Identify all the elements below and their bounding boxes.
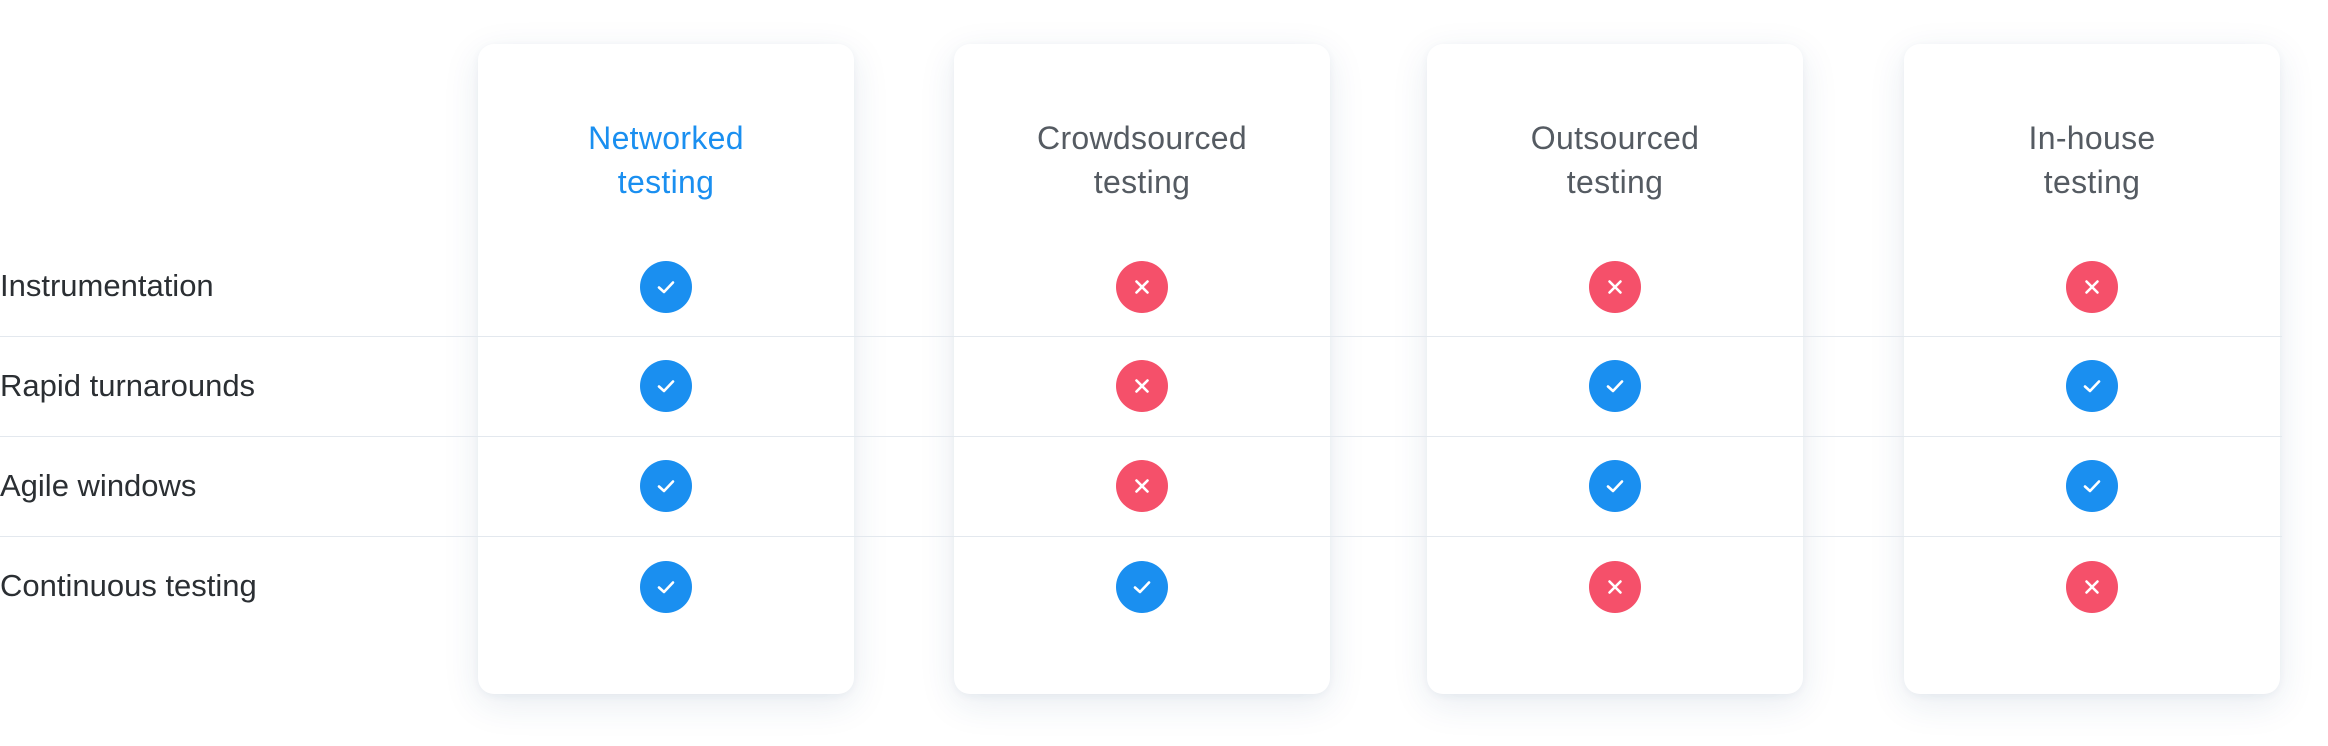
row-label-continuous-testing: Continuous testing [0, 568, 257, 603]
column-title-networked: Networked testing [478, 116, 854, 204]
column-title-line2: testing [617, 164, 715, 200]
column-title-line1: Outsourced [1530, 120, 1700, 156]
check-icon [2066, 460, 2118, 512]
row-divider [0, 436, 2282, 437]
check-icon [640, 561, 692, 613]
row-label-instrumentation: Instrumentation [0, 268, 214, 303]
check-icon [640, 261, 692, 313]
column-title-line1: Networked [588, 120, 744, 156]
check-icon [640, 360, 692, 412]
cross-icon [2066, 261, 2118, 313]
check-icon [1589, 460, 1641, 512]
cross-icon [1589, 561, 1641, 613]
row-divider [0, 536, 2282, 537]
check-icon [1116, 561, 1168, 613]
row-label-rapid-turnarounds: Rapid turnarounds [0, 368, 256, 403]
column-title-line1: Crowdsourced [1037, 120, 1247, 156]
check-icon [1589, 360, 1641, 412]
check-icon [640, 460, 692, 512]
cross-icon [1116, 261, 1168, 313]
cross-icon [1116, 360, 1168, 412]
column-title-line2: testing [1093, 164, 1191, 200]
cross-icon [1589, 261, 1641, 313]
column-title-crowdsourced: Crowdsourced testing [954, 116, 1330, 204]
cross-icon [2066, 561, 2118, 613]
column-title-line2: testing [2043, 164, 2141, 200]
row-label-agile-windows: Agile windows [0, 468, 197, 503]
row-divider [0, 336, 2282, 337]
check-icon [2066, 360, 2118, 412]
column-title-outsourced: Outsourced testing [1427, 116, 1803, 204]
cross-icon [1116, 460, 1168, 512]
column-title-in-house: In-house testing [1904, 116, 2280, 204]
column-title-line2: testing [1566, 164, 1664, 200]
column-title-line1: In-house [2028, 120, 2156, 156]
